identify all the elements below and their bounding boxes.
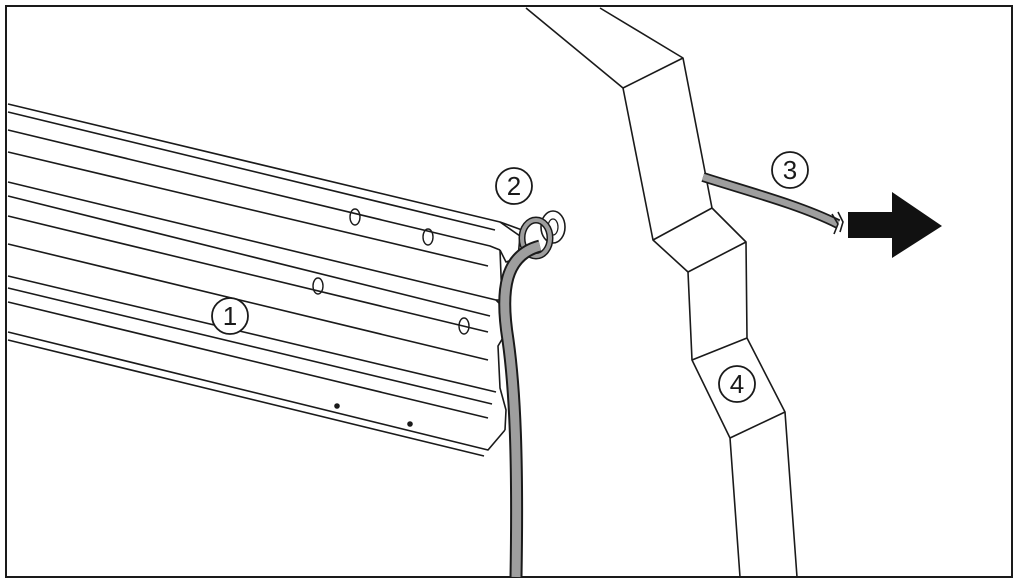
pull-direction-arrow — [848, 192, 942, 258]
callout-4: 4 — [718, 365, 756, 403]
callout-2-label: 2 — [507, 171, 521, 201]
callout-3-label: 3 — [783, 155, 797, 185]
pulled-cable — [701, 172, 844, 235]
wall-panel — [525, 7, 798, 578]
hanging-cable — [498, 239, 543, 578]
callout-1: 1 — [211, 297, 249, 335]
diagram-frame — [5, 5, 1013, 578]
callout-1-label: 1 — [223, 301, 237, 331]
callout-3: 3 — [771, 151, 809, 189]
callout-4-label: 4 — [730, 369, 744, 399]
callout-2: 2 — [495, 167, 533, 205]
grommet — [518, 210, 566, 260]
mounting-rail — [7, 103, 523, 457]
